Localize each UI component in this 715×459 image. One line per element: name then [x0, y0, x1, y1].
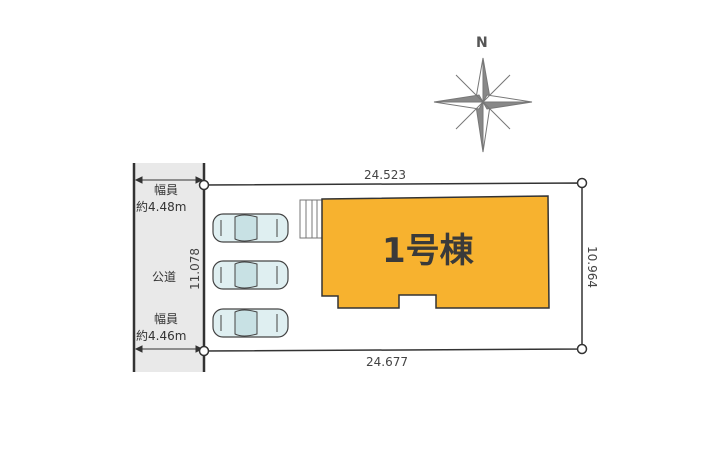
road-width-top-value: 約4.48m — [136, 199, 186, 214]
lot-dim-bottom: 24.677 — [366, 355, 408, 369]
road-width-arrow-bottom — [134, 345, 204, 353]
car-icon — [212, 308, 289, 338]
road-name-label: 公道 — [152, 270, 176, 284]
lot-dim-top: 24.523 — [364, 168, 406, 182]
lot-dim-left: 11.078 — [188, 248, 202, 290]
road-width-bottom-label: 幅員 — [154, 311, 178, 326]
building-1 — [321, 195, 550, 309]
compass-north-label: N — [476, 35, 488, 51]
lot-corner-marker — [576, 177, 588, 189]
road-width-top-label: 幅員 — [154, 182, 178, 197]
compass-rose: N — [433, 35, 533, 153]
road-width-bottom-value: 約4.46m — [136, 328, 186, 343]
car-icon — [212, 260, 289, 290]
compass-star-icon — [433, 57, 533, 153]
entrance-steps — [299, 199, 323, 239]
lot-corner-marker — [198, 179, 210, 191]
public-road — [134, 163, 204, 372]
lot-corner-marker — [198, 345, 210, 357]
road-width-arrow-top — [134, 176, 204, 184]
car-icon — [212, 213, 289, 243]
lot-corner-marker — [576, 343, 588, 355]
building-label: 1号棟 — [382, 231, 475, 271]
lot-dim-right: 10.964 — [585, 246, 599, 288]
